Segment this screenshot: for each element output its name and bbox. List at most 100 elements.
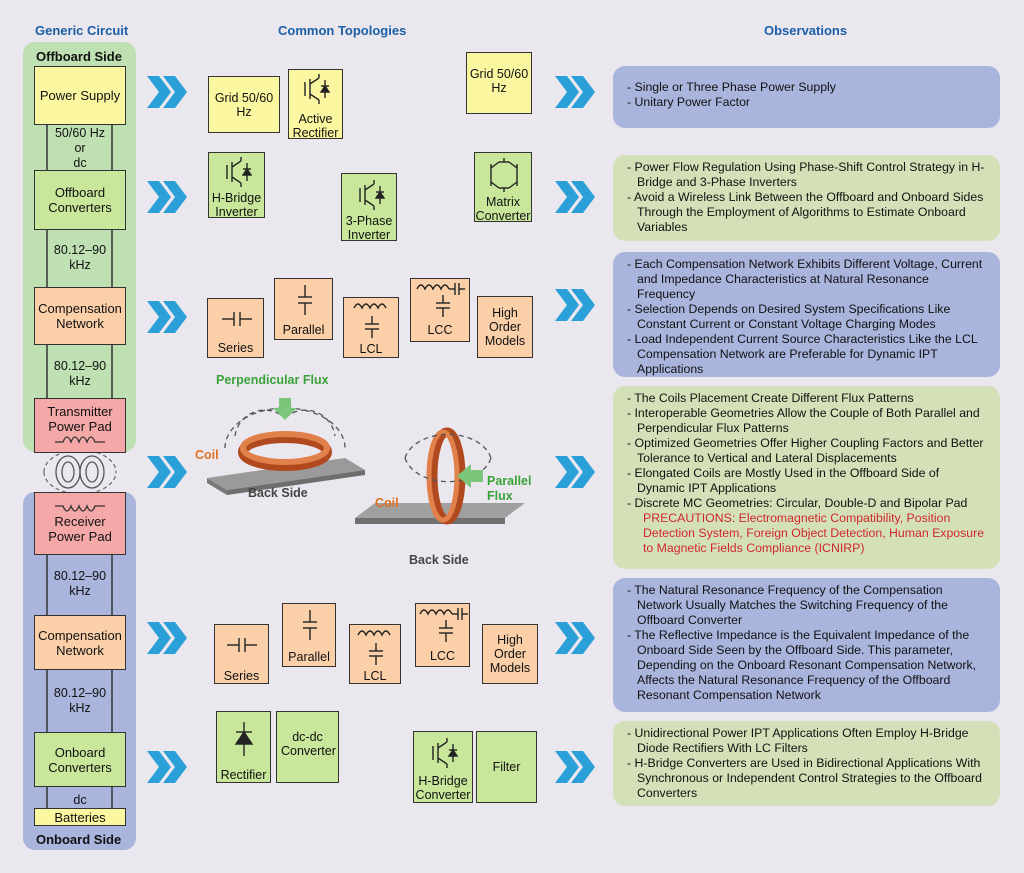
three-phase-inverter-label: 3-Phase Inverter (345, 214, 393, 242)
filter-label: Filter (492, 760, 521, 774)
offboard-converters-box: Offboard Converters (34, 170, 126, 230)
observation-box-6: - Unidirectional Power IPT Applications … (613, 721, 1000, 806)
observation-box-5: - The Natural Resonance Frequency of the… (613, 578, 1000, 712)
series-box-2: Series (214, 624, 269, 684)
observation-item: - The Coils Placement Create Different F… (627, 391, 914, 405)
compensation-network-box: Compensation Network (34, 287, 126, 345)
dc-dc-converter-box: dc-dc Converter (276, 711, 339, 783)
coil-label: Coil (195, 448, 219, 462)
observation-list-3: - Each Compensation Network Exhibits Dif… (627, 257, 988, 377)
observation-box-1: - Single or Three Phase Power Supply - U… (613, 66, 1000, 128)
lcc-box-2: LCC (415, 603, 470, 667)
receiver-power-pad-label: Receiver Power Pad (48, 513, 112, 544)
capacitor-icon (298, 285, 312, 315)
batteries-box: Batteries (34, 808, 126, 826)
back-side-label-2: Back Side (409, 553, 469, 567)
lcl-box: LCL (343, 297, 399, 358)
chevron-icon (555, 181, 595, 213)
coil-illustrations (207, 398, 525, 525)
series-label: Series (217, 341, 254, 355)
observation-item: - Avoid a Wireless Link Between the Offb… (627, 190, 984, 234)
series-label-2: Series (223, 669, 260, 683)
high-order-models-box-2: High Order Models (482, 624, 538, 684)
observation-item: - Elongated Coils are Mostly Used in the… (627, 466, 940, 495)
coil-label-2: Coil (375, 496, 399, 510)
chevron-icon (147, 181, 187, 213)
coil-icon (55, 436, 105, 444)
observation-item: - The Reflective Impedance is the Equiva… (627, 628, 977, 702)
observation-list-5: - The Natural Resonance Frequency of the… (627, 583, 988, 703)
power-supply-box: Power Supply (34, 66, 126, 125)
observation-item: - Unitary Power Factor (627, 95, 750, 109)
h-bridge-inverter-box: H-Bridge Inverter (208, 152, 265, 219)
chevron-icon (147, 456, 187, 488)
igbt-icon (432, 738, 459, 768)
compensation-network-label: Compensation Network (38, 301, 122, 331)
precautions-warning: PRECAUTIONS: Electromagnetic Compatibili… (643, 511, 985, 555)
parallel-box-2: Parallel (282, 603, 336, 667)
compensation-network-label-2: Compensation Network (38, 627, 122, 658)
observation-box-4: - The Coils Placement Create Different F… (613, 386, 1000, 569)
grid-label: Grid 50/60 Hz (214, 91, 274, 119)
observation-item: - Single or Three Phase Power Supply (627, 80, 836, 94)
receiver-power-pad-box: Receiver Power Pad (34, 492, 126, 555)
lcc-label-2: LCC (429, 649, 455, 663)
grid-box: Grid 50/60 Hz (208, 76, 280, 133)
lcc-label: LCC (427, 323, 453, 337)
diode-icon (234, 722, 254, 756)
chevron-icon (147, 622, 187, 654)
observation-item: - Load Independent Current Source Charac… (627, 332, 978, 376)
capacitor-icon (303, 610, 317, 640)
rectifier-label: Rectifier (220, 768, 267, 782)
chevron-icon (147, 76, 187, 108)
perpendicular-flux-label: Perpendicular Flux (216, 373, 329, 387)
filter-box: Filter (476, 731, 537, 803)
observation-item: - Discrete MC Geometries: Circular, Doub… (627, 496, 968, 510)
observation-item: - Power Flow Regulation Using Phase-Shif… (627, 160, 985, 189)
matrix-converter-label: Matrix Converter (475, 195, 531, 223)
batteries-label: Batteries (54, 809, 106, 825)
high-order-models-box: High Order Models (477, 296, 533, 358)
matrix-converter-box: Matrix Converter (474, 152, 532, 223)
lcc-box: LCC (410, 278, 470, 342)
header-observations: Observations (764, 23, 848, 38)
igbt-icon (359, 180, 386, 210)
active-rectifier-label: Active Rectifier (292, 112, 339, 140)
chevron-icon (555, 622, 595, 654)
parallel-box: Parallel (274, 278, 333, 340)
lcl-network-icon (357, 630, 391, 665)
high-order-models-label-2: High Order Models (489, 633, 531, 675)
bidirectional-switch-icon (490, 158, 518, 192)
chevron-icon (147, 301, 187, 333)
dc-dc-converter-label: dc-dc Converter (281, 730, 336, 758)
h-bridge-converter-box: H-Bridge Converter (413, 731, 473, 803)
series-box: Series (207, 298, 264, 358)
observation-box-3: - Each Compensation Network Exhibits Dif… (613, 252, 1000, 377)
h-bridge-converter-label: H-Bridge Converter (415, 774, 471, 802)
observation-item: - The Natural Resonance Frequency of the… (627, 583, 948, 627)
parallel-flux-label: Parallel Flux (487, 474, 532, 503)
lcl-label: LCL (359, 342, 383, 356)
parallel-label: Parallel (282, 323, 325, 337)
observation-box-2: - Power Flow Regulation Using Phase-Shif… (613, 155, 1000, 241)
back-side-label: Back Side (248, 486, 308, 500)
lcl-label-2: LCL (363, 669, 387, 683)
igbt-icon (226, 157, 253, 187)
transmitter-power-pad-box: Transmitter Power Pad (34, 398, 126, 453)
onboard-side-title: Onboard Side (36, 832, 122, 847)
capacitor-icon (227, 638, 257, 652)
rectifier-box: Rectifier (216, 711, 271, 783)
observation-list-1: - Single or Three Phase Power Supply - U… (627, 80, 988, 110)
chevron-icon (147, 751, 187, 783)
dc-label: dc (73, 793, 87, 807)
observation-item: - H-Bridge Converters are Used in Bidire… (627, 756, 982, 800)
observation-list-6: - Unidirectional Power IPT Applications … (627, 726, 988, 801)
observation-list-4: - The Coils Placement Create Different F… (627, 391, 988, 511)
igbt-icon (304, 74, 331, 104)
observation-item: - Each Compensation Network Exhibits Dif… (627, 257, 983, 301)
lcl-box-2: LCL (349, 624, 401, 684)
chevron-icon (555, 289, 595, 321)
observation-item: - Selection Depends on Desired System Sp… (627, 302, 951, 331)
